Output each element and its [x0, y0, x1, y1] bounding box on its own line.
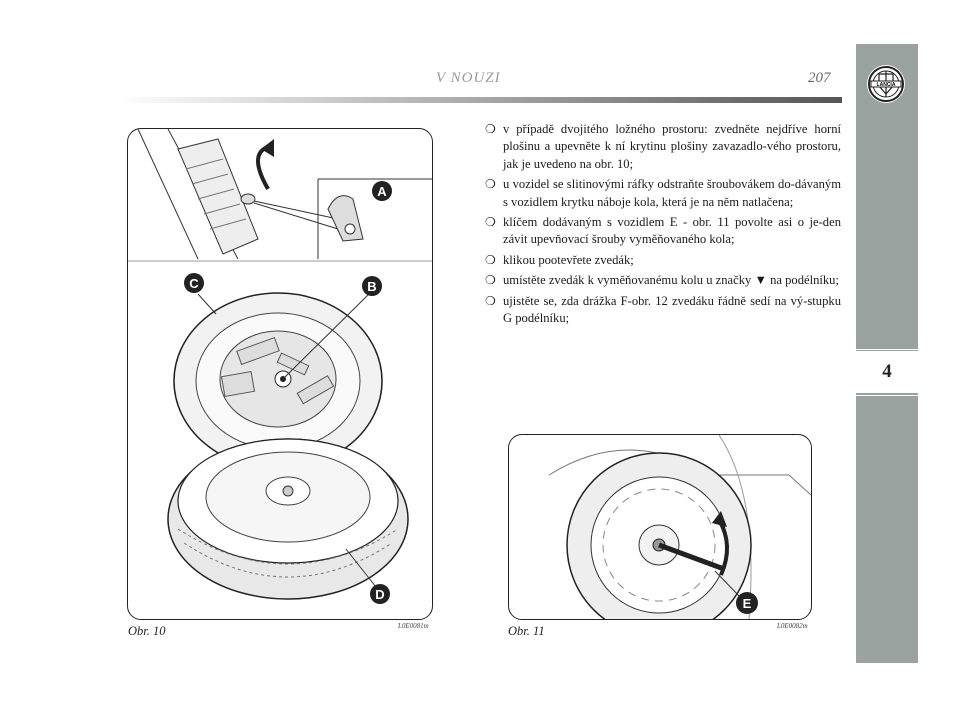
figure-11-caption: Obr. 11	[508, 624, 545, 638]
bullet-icon: ❍	[485, 273, 496, 288]
instruction-list: ❍ v případě dvojitého ložného prostoru: z…	[483, 121, 841, 330]
svg-text:C: C	[189, 276, 199, 291]
instruction-text: klíčem dodávaným s vozidlem E - obr. 11 …	[503, 215, 841, 247]
instruction-text: v případě dvojitého ložného prostoru: zv…	[503, 122, 841, 171]
instruction-step: ❍ ujistěte se, zda drážka F-obr. 12 zvedá…	[483, 293, 841, 328]
section-title: V NOUZI	[436, 70, 501, 86]
figure-10-code: L0E0081m	[398, 622, 429, 630]
page-number: 207	[808, 70, 831, 86]
header-rule	[120, 97, 842, 103]
instruction-step: ❍ klikou pootevřete zvedák;	[483, 252, 841, 269]
svg-text:D: D	[375, 587, 384, 602]
figure-10-caption: Obr. 10	[128, 624, 166, 638]
lancia-logo: LANCIA	[867, 65, 905, 103]
callout-e-icon: E	[736, 592, 758, 614]
wheel-bolt-loosening-illustration: E	[548, 435, 811, 619]
instruction-step: ❍ umístěte zvedák k vyměňovanému kolu u z…	[483, 272, 841, 289]
instruction-text: u vozidel se slitinovými ráfky odstraňte…	[503, 177, 841, 209]
callout-a-icon: A	[372, 181, 392, 201]
spare-wheel-illustration: A B C D	[128, 129, 432, 604]
chapter-number-band	[856, 351, 918, 393]
figure-10-illustration: A B C D	[127, 128, 433, 620]
instruction-text: ujistěte se, zda drážka F-obr. 12 zvedák…	[503, 293, 841, 326]
instruction-text: klikou pootevřete zvedák;	[503, 252, 634, 267]
svg-text:B: B	[367, 279, 376, 294]
svg-text:LANCIA: LANCIA	[877, 82, 896, 88]
bullet-icon: ❍	[485, 293, 496, 308]
callout-d-icon: D	[370, 584, 390, 604]
svg-text:A: A	[377, 184, 387, 199]
figure-11-illustration: E	[508, 434, 812, 620]
chapter-number: 4	[882, 361, 892, 382]
bullet-icon: ❍	[485, 215, 496, 230]
bullet-icon: ❍	[485, 252, 496, 267]
callout-c-icon: C	[184, 273, 204, 293]
tab-divider	[856, 349, 918, 350]
svg-text:E: E	[743, 596, 752, 611]
instruction-step: ❍ u vozidel se slitinovými ráfky odstraňt…	[483, 176, 841, 211]
instruction-step: ❍ klíčem dodávaným s vozidlem E - obr. 11…	[483, 214, 841, 249]
callout-b-icon: B	[362, 276, 382, 296]
figure-11-code: L0E0082m	[777, 622, 808, 630]
instruction-step: ❍ v případě dvojitého ložného prostoru: z…	[483, 121, 841, 173]
instruction-text: umístěte zvedák k vyměňovanému kolu u zn…	[503, 273, 839, 288]
tab-divider	[856, 395, 918, 396]
bullet-icon: ❍	[485, 177, 496, 192]
bullet-icon: ❍	[485, 122, 496, 136]
